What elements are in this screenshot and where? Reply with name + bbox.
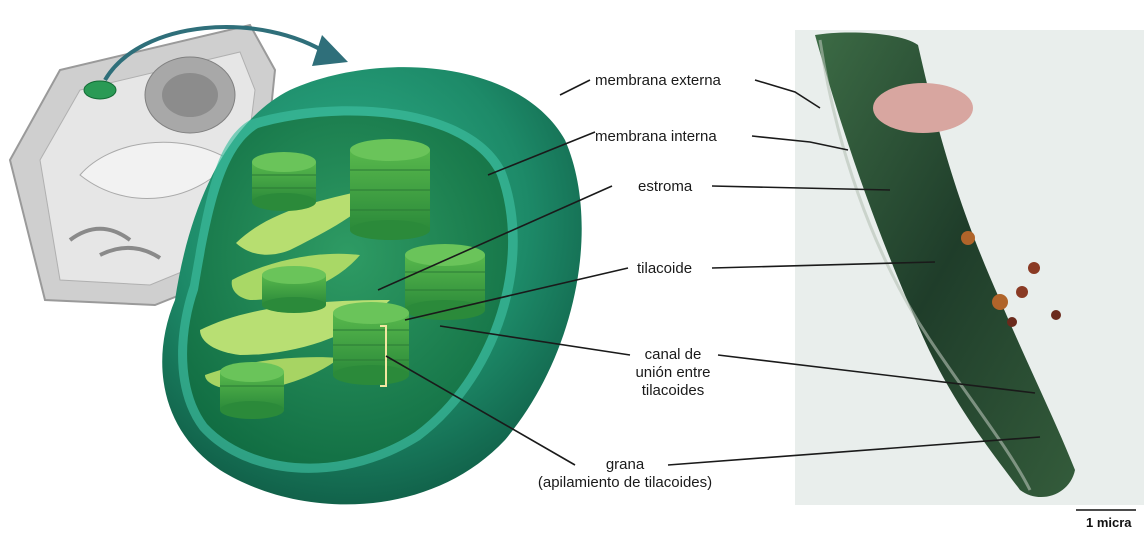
label-grana: grana (apilamiento de tilacoides) [520, 456, 730, 492]
arrow-head-icon [312, 35, 348, 66]
granum-stack [252, 152, 316, 211]
scale-bar-label: 1 micra [1086, 515, 1132, 530]
highlighted-chloroplast [84, 81, 116, 99]
label-channel-line-1: canal de [630, 346, 716, 364]
label-grana-line-2: (apilamiento de tilacoides) [520, 474, 730, 492]
label-channel-line-2: unión entre [630, 364, 716, 382]
granum-stack [262, 266, 326, 313]
starch-grain [873, 83, 973, 133]
granum-stack [405, 244, 485, 320]
label-channel-line-3: tilacoides [630, 382, 716, 400]
granum-stack [350, 139, 430, 240]
label-stroma: estroma [638, 178, 692, 196]
label-inner-membrane: membrana interna [595, 128, 717, 146]
label-thylakoid: tilacoide [637, 260, 692, 278]
label-grana-line-1: grana [520, 456, 730, 474]
granum-stack [333, 302, 409, 385]
granum-stack [220, 362, 284, 419]
electron-micrograph [795, 30, 1144, 505]
label-channel: canal de unión entre tilacoides [630, 346, 716, 400]
label-outer-membrane: membrana externa [595, 72, 721, 90]
